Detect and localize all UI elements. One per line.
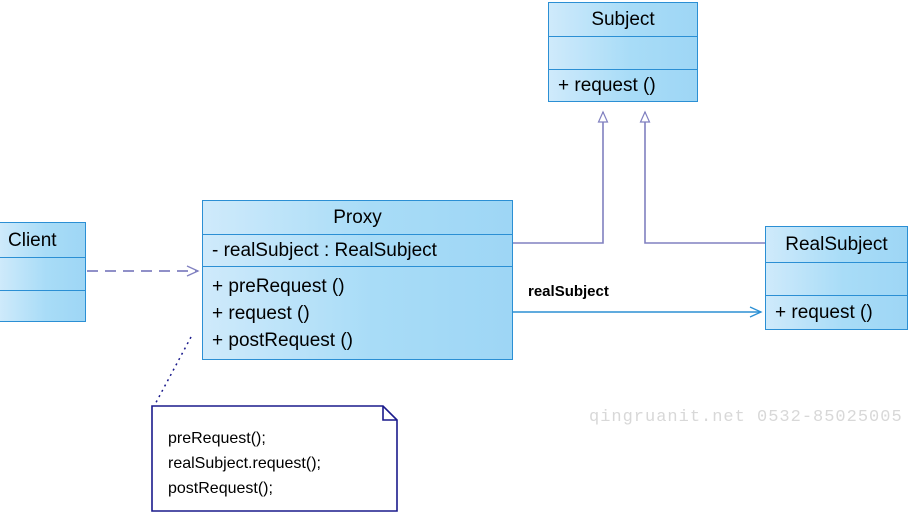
class-name-client: Client [8,229,57,251]
uml-class-subject[interactable]: Subject + request () [548,2,698,102]
association-label-realsubject: realSubject [528,283,609,300]
generalization-realsubject-to-subject [639,110,765,244]
note-anchor-line [151,336,192,411]
attribute-proxy-realsubject: - realSubject : RealSubject [203,234,512,266]
attributes-compartment-realsubject [766,262,907,295]
note-text-content: preRequest(); realSubject.request(); pos… [168,430,321,497]
attributes-compartment-client [0,257,85,290]
uml-class-realsubject[interactable]: RealSubject + request () [765,226,908,330]
uml-class-client[interactable]: Client [0,222,86,322]
operation-proxy-postrequest: + postRequest () [212,330,353,351]
uml-class-proxy[interactable]: Proxy - realSubject : RealSubject + preR… [202,200,513,360]
note-box-proxy-request[interactable]: preRequest(); realSubject.request(); pos… [152,406,397,511]
class-name-proxy: Proxy [333,207,382,228]
operation-subject-request: + request () [549,69,697,101]
attributes-compartment-subject [549,36,697,69]
class-name-realsubject: RealSubject [785,234,888,255]
watermark-text: qingruanit.net 0532-85025005 [589,408,903,427]
operation-realsubject-request: + request () [766,295,907,329]
operations-compartment-proxy: + preRequest () + request () + postReque… [203,266,512,360]
generalization-proxy-to-subject [513,110,609,244]
operation-proxy-request: + request () [212,303,310,324]
class-name-subject: Subject [591,9,655,30]
operation-proxy-prerequest: + preRequest () [212,276,345,297]
operations-compartment-client [0,290,85,321]
note-box-outline [151,405,398,512]
